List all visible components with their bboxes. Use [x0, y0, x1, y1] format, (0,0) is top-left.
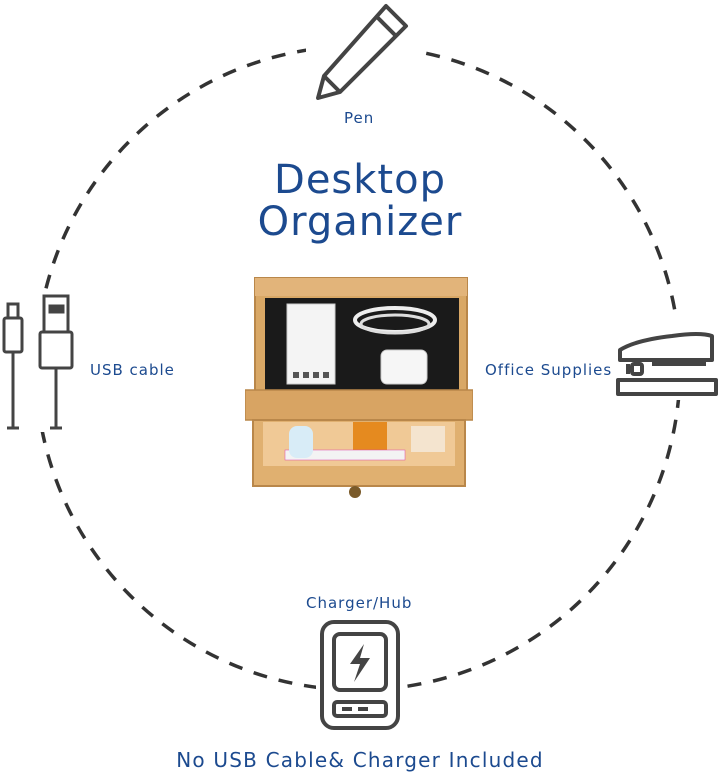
pen-label: Pen: [344, 109, 375, 127]
charger-hub-label: Charger/Hub: [306, 594, 413, 612]
stapler-icon: [612, 320, 720, 400]
office-supplies-label: Office Supplies: [485, 361, 613, 379]
footer-note: No USB Cable& Charger Included: [176, 748, 544, 772]
pencil-icon: [306, 0, 416, 104]
usb-cable-label: USB cable: [90, 361, 175, 379]
desktop-organizer-photo: [245, 277, 473, 498]
power-bank-icon: [316, 616, 406, 732]
usb-cable-icon: [0, 292, 86, 432]
page-title-line2: Organizer: [257, 199, 463, 245]
page-title-line1: Desktop: [274, 157, 446, 203]
